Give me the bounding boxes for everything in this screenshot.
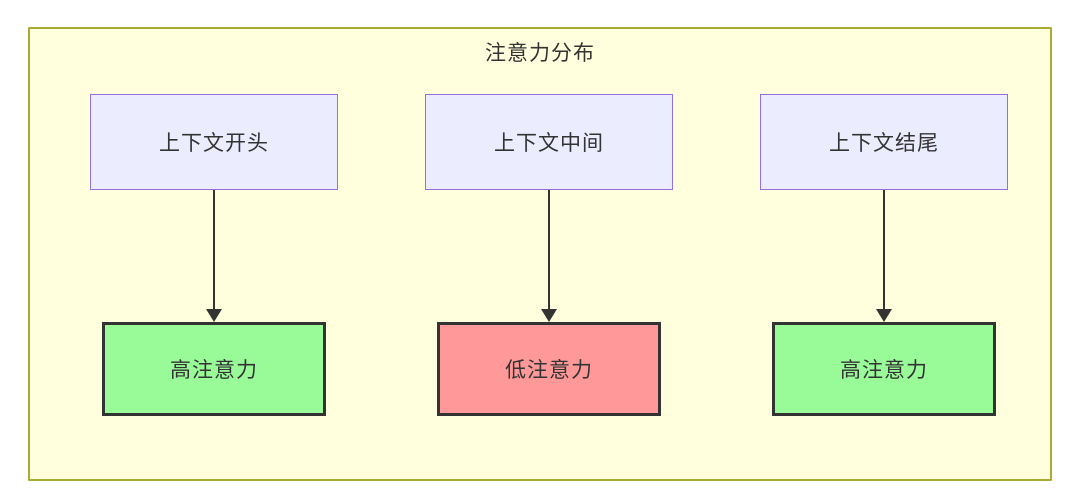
arrow-head-icon [541, 309, 557, 322]
arrow-line [883, 190, 885, 309]
arrow-end-to-high [876, 190, 892, 322]
arrow-start-to-high [206, 190, 222, 322]
arrow-head-icon [206, 309, 222, 322]
attention-distribution-container: 注意力分布 上下文开头 高注意力 上下文中间 低注意力 上下文结尾 高注意力 [28, 27, 1052, 481]
node-high-attention-left: 高注意力 [102, 322, 326, 416]
arrow-line [213, 190, 215, 309]
arrow-head-icon [876, 309, 892, 322]
node-high-attention-right: 高注意力 [772, 322, 996, 416]
node-low-attention: 低注意力 [437, 322, 661, 416]
diagram-title: 注意力分布 [485, 42, 595, 65]
node-context-middle: 上下文中间 [425, 94, 673, 190]
arrow-middle-to-low [541, 190, 557, 322]
arrow-line [548, 190, 550, 309]
node-context-start: 上下文开头 [90, 94, 338, 190]
node-context-end: 上下文结尾 [760, 94, 1008, 190]
